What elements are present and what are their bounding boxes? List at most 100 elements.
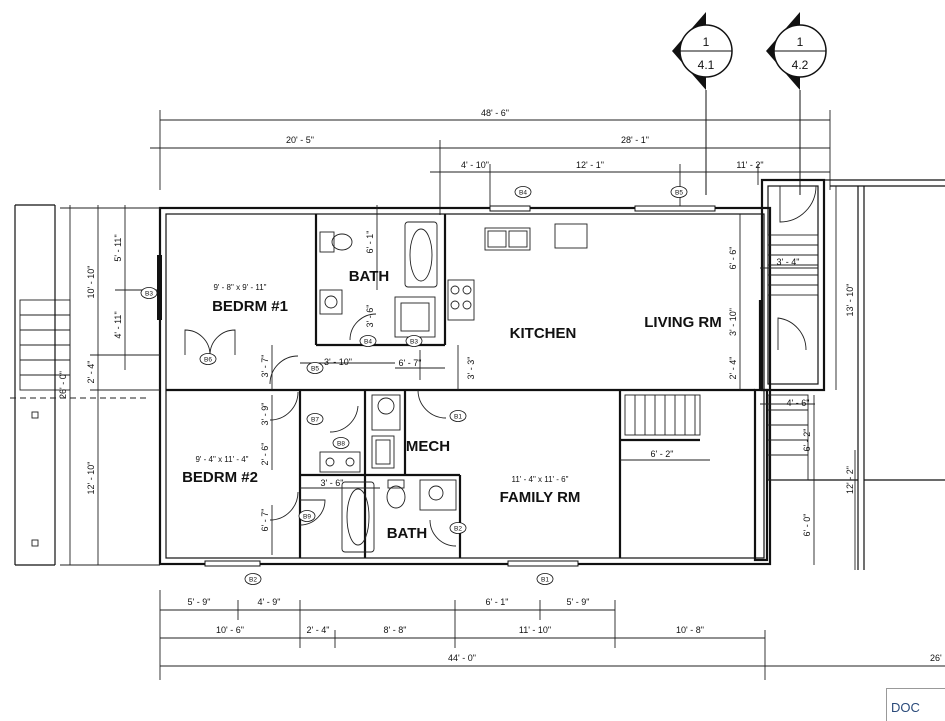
dim-top-a: 20' - 5" [286, 135, 314, 145]
interior-walls [166, 214, 762, 558]
svg-text:B5: B5 [675, 190, 683, 197]
dim-int-34: 3' - 4" [777, 257, 800, 267]
dim-int-46: 4' - 6" [787, 398, 810, 408]
dim-int-62: 6' - 2" [651, 449, 674, 459]
svg-text:B4: B4 [519, 190, 527, 197]
kitchen-label: KITCHEN [510, 325, 577, 342]
section-2-number: 1 [797, 35, 804, 49]
dim-bot-d: 5' - 9" [567, 597, 590, 607]
tag-b7: B7 [306, 413, 324, 425]
dim-bot2-a: 10' - 6" [216, 625, 244, 635]
dim-bot-right: 26' [930, 653, 942, 663]
dim-int-310: 3' - 10" [324, 357, 352, 367]
bedrm2-label: BEDRM #2 [182, 469, 258, 486]
dim-int-310b: 3' - 10" [728, 308, 738, 336]
dim-right-c: 6' - 0" [802, 514, 812, 537]
dim-left-b: 4' - 11" [113, 311, 123, 338]
dim-int-24: 2' - 4" [728, 357, 738, 380]
dim-top-c: 4' - 10" [461, 160, 489, 170]
bath2-label: BATH [387, 525, 428, 542]
tag-b4a: B4 [514, 186, 532, 198]
tag-b3a: B3 [140, 287, 158, 299]
dim-top-b: 28' - 1" [621, 135, 649, 145]
family-label: FAMILY RM [500, 489, 581, 506]
right-dimensions: 13' - 10" 6' - 2" 6' - 0" 12' - 2" [802, 186, 856, 570]
dim-int-37: 3' - 7" [260, 355, 270, 378]
tag-b3b: B3 [405, 335, 423, 347]
bedrm1-size: 9' - 8" x 9' - 11" [213, 283, 266, 292]
brand-logo-text: DOC [891, 700, 920, 715]
dim-left-a: 5' - 11" [113, 234, 123, 261]
bedrm2-size: 9' - 4" x 11' - 4" [195, 455, 248, 464]
dim-int-67b: 6' - 7" [260, 509, 270, 532]
section-marker-1: 1 4.1 [672, 12, 733, 195]
family-size: 11' - 4" x 11' - 6" [512, 475, 569, 484]
exterior-walls [158, 178, 945, 570]
svg-text:B6: B6 [204, 357, 212, 364]
dim-bot2-d: 11' - 10" [519, 625, 551, 635]
tag-b2a: B2 [449, 522, 467, 534]
left-deck [10, 204, 150, 566]
bedrm1-label: BEDRM #1 [212, 298, 288, 315]
dim-bot-a: 5' - 9" [188, 597, 211, 607]
tag-b1a: B1 [449, 410, 467, 422]
svg-text:B8: B8 [337, 441, 345, 448]
dim-int-39: 3' - 9" [260, 403, 270, 426]
dim-right-b: 6' - 2" [802, 429, 812, 452]
tag-b9: B9 [298, 510, 316, 522]
interior-dimensions: 6' - 1" 3' - 6" 3' - 10" 6' - 7" 3' - 3"… [260, 205, 818, 555]
stairs [19, 234, 819, 481]
svg-text:B1: B1 [541, 577, 549, 584]
brand-logo: DOC [886, 688, 945, 721]
dim-right-d: 12' - 2" [845, 466, 855, 494]
dim-int-67: 6' - 7" [399, 358, 422, 368]
windows [157, 205, 716, 567]
dim-left-e: 26' - 0" [58, 371, 68, 399]
dim-int-36b: 3' - 6" [321, 478, 344, 488]
tag-b8: B8 [332, 437, 350, 449]
dim-int-33: 3' - 3" [466, 357, 476, 380]
dim-bot2-e: 10' - 8" [676, 625, 704, 635]
section-2-sheet: 4.2 [792, 58, 809, 72]
bath1-label: BATH [349, 268, 390, 285]
top-dimensions: 48' - 6" 20' - 5" 28' - 1" 4' - 10" 12' … [150, 108, 831, 215]
dim-top-e: 11' - 2" [736, 160, 763, 170]
tag-b5b: B5 [306, 362, 324, 374]
tag-b2b: B2 [244, 573, 262, 585]
svg-text:B2: B2 [454, 526, 462, 533]
svg-text:B5: B5 [311, 366, 319, 373]
dim-int-66: 6' - 6" [728, 247, 738, 270]
dim-bot2-c: 8' - 8" [384, 625, 407, 635]
fixtures [319, 221, 588, 553]
section-1-sheet: 4.1 [698, 58, 715, 72]
section-marker-2: 1 4.2 [766, 12, 827, 195]
tag-b1b: B1 [536, 573, 554, 585]
mech-label: MECH [406, 438, 450, 455]
section-1-number: 1 [703, 35, 710, 49]
dim-int-61: 6' - 1" [365, 231, 375, 254]
svg-text:B2: B2 [249, 577, 257, 584]
dim-right-a: 13' - 10" [845, 284, 855, 317]
dim-bot-b: 4' - 9" [258, 597, 281, 607]
dim-top-d: 12' - 1" [576, 160, 604, 170]
dim-bot-c: 6' - 1" [486, 597, 509, 607]
bottom-dimensions: 5' - 9" 4' - 9" 6' - 1" 5' - 9" 10' - 6"… [159, 590, 945, 680]
tags: B4 B5 B3 B4 B3 B6 B5 B7 B1 B8 B9 B2 B2 B… [140, 186, 688, 585]
dim-bot2-b: 2' - 4" [307, 625, 330, 635]
room-labels: 9' - 8" x 9' - 11" BEDRM #1 BATH KITCHEN… [182, 268, 722, 542]
dim-left-d: 2' - 4" [86, 361, 96, 384]
svg-text:B1: B1 [454, 414, 462, 421]
tag-b4b: B4 [359, 335, 377, 347]
dim-int-36a: 3' - 6" [365, 305, 375, 328]
dim-left-c: 10' - 10" [86, 266, 96, 299]
svg-text:B3: B3 [145, 291, 153, 298]
dim-int-26: 2' - 6" [260, 443, 270, 466]
living-label: LIVING RM [644, 314, 722, 331]
dim-bot-overall: 44' - 0" [448, 653, 476, 663]
svg-text:B3: B3 [410, 339, 418, 346]
dim-top-overall: 48' - 6" [481, 108, 509, 118]
svg-text:B4: B4 [364, 339, 372, 346]
svg-text:B9: B9 [303, 514, 311, 521]
tag-b5a: B5 [670, 186, 688, 198]
